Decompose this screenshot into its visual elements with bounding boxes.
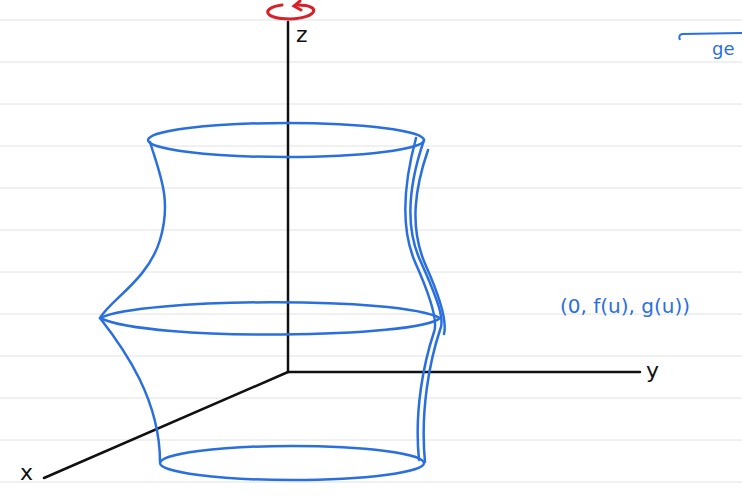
axes [44,22,640,478]
bottom-circle [160,446,424,480]
left-profile [100,142,165,462]
point-label: (0, f(u), g(u)) [560,296,690,316]
note-text: ge [712,40,735,58]
axis-label: y [646,360,659,382]
right-profile-stroke [405,138,435,460]
axis-label: x [20,462,33,484]
middle-circle [100,302,440,334]
y-axis [288,371,640,374]
note-bracket-end [679,34,682,40]
right-profile-stroke [415,150,444,334]
top-circle [148,123,424,157]
z-axis [287,22,290,372]
x-axis [44,372,288,478]
rotation-arrow [268,1,314,19]
axis-label: z [296,24,308,46]
note-bracket [682,33,742,34]
right-profile [410,140,441,462]
notebook-lines [0,20,742,482]
surface [100,123,445,480]
